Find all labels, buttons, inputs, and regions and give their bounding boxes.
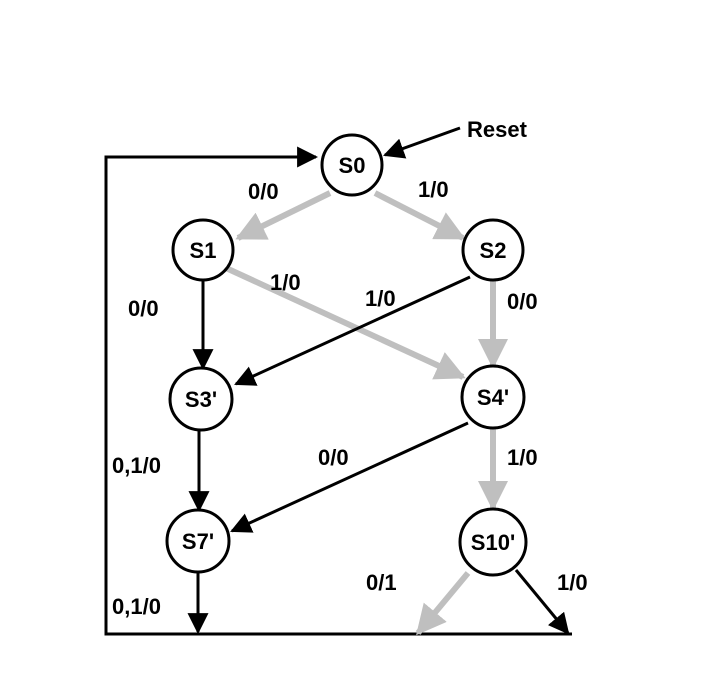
label-s10-out1: 1/0 (557, 570, 588, 595)
node-s1: S1 (171, 218, 235, 282)
node-s3-label: S3' (185, 387, 217, 412)
node-s7-label: S7' (182, 529, 214, 554)
feedback-loop (104, 146, 572, 636)
label-s10-out0: 0/1 (366, 570, 397, 595)
label-s1-s3: 0/0 (128, 296, 159, 321)
edge-s0-s1 (235, 190, 332, 241)
label-s3-s7: 0,1/0 (112, 453, 161, 478)
node-s10: S10' (458, 507, 528, 577)
label-s0-s2: 1/0 (418, 177, 449, 202)
node-s10-label: S10' (471, 530, 515, 555)
reset-label: Reset (467, 117, 528, 142)
node-s2: S2 (461, 218, 525, 282)
label-s2-s3: 1/0 (365, 286, 396, 311)
edge-s10-out0 (415, 571, 471, 636)
label-s0-s1: 0/0 (248, 179, 279, 204)
node-s4: S4' (460, 364, 526, 430)
label-s7-out: 0,1/0 (112, 594, 161, 619)
edge-s4-s7 (230, 421, 469, 533)
node-s3: S3' (168, 366, 234, 432)
node-s7: S7' (165, 508, 231, 574)
reset-arrow (383, 126, 461, 159)
node-s1-label: S1 (190, 238, 217, 263)
label-s4-s10: 1/0 (507, 445, 538, 470)
label-s2-s4: 0/0 (507, 289, 538, 314)
node-s2-label: S2 (480, 238, 507, 263)
edge-s10-out1 (514, 569, 570, 635)
edge-s0-s2 (373, 190, 466, 241)
edge-s2-s3 (234, 275, 471, 386)
node-s0-label: S0 (339, 153, 366, 178)
label-s1-s4: 1/0 (270, 270, 301, 295)
edge-s1-s4 (224, 265, 466, 380)
node-s0: S0 (320, 133, 384, 197)
label-s4-s7: 0/0 (318, 445, 349, 470)
node-s4-label: S4' (477, 385, 509, 410)
